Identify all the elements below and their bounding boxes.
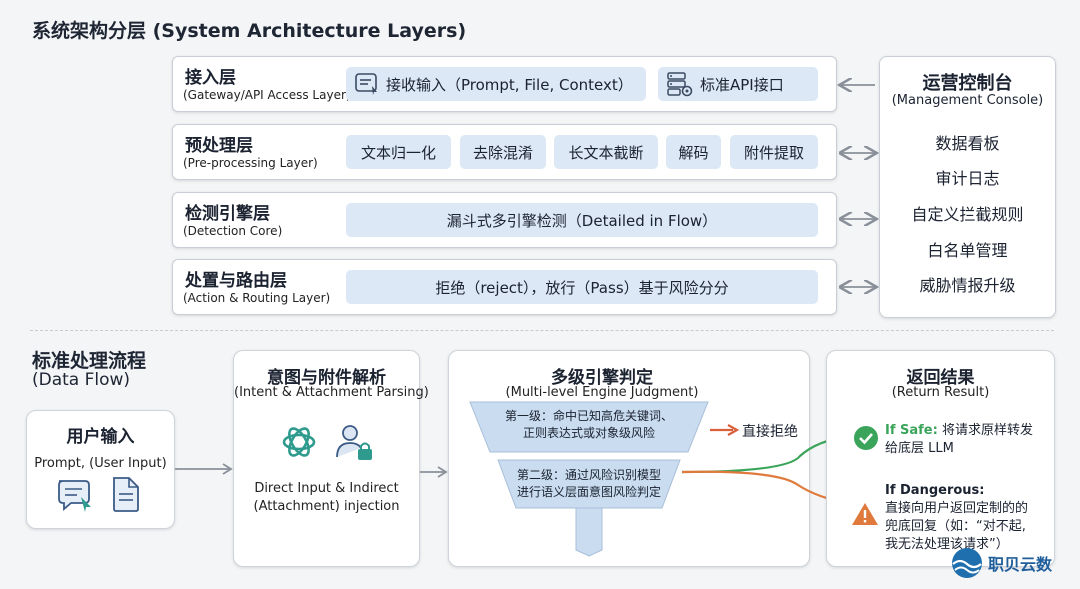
level1-text-a: 第一级：命中已知高危关键词、 — [504, 409, 673, 423]
console-item-whitelist: 白名单管理 — [927, 241, 1008, 260]
console-subtitle: (Management Console) — [891, 93, 1044, 108]
card-subtitle: (Return Result) — [891, 385, 990, 400]
chip-truncate: 长文本截断 — [554, 135, 658, 169]
document-icon — [113, 477, 139, 512]
watermark-text: 职贝云数 — [988, 555, 1053, 574]
funnel-diagram — [469, 401, 849, 557]
user-lock-icon — [336, 425, 372, 460]
funnel-level2-label: 第二级：通过风险识别模型 进行语义层面意图风险判定 — [498, 467, 680, 501]
card-title: 意图与附件解析 — [267, 368, 386, 388]
layer-subtitle: (Action & Routing Layer) — [183, 291, 331, 305]
layer-name: 检测引擎层 — [185, 204, 270, 224]
chip-attachment-extract: 附件提取 — [730, 135, 818, 169]
card-subtitle: (Multi-level Engine Judgment) — [505, 385, 699, 400]
danger-text-1: 直接向用户返回定制的的 — [885, 501, 1029, 516]
chip-receive-input: 接收输入（Prompt, File, Context） — [346, 67, 646, 101]
funnel-level2 — [497, 459, 681, 509]
level1-text-b: 正则表达式或对象级风险 — [522, 426, 655, 440]
reject-arrowhead — [727, 424, 740, 436]
chip-label: 接收输入（Prompt, File, Context） — [386, 75, 633, 94]
chip-deobfuscate: 去除混淆 — [460, 135, 546, 169]
ai-knot-icon — [282, 427, 316, 457]
layer-subtitle: (Detection Core) — [183, 224, 283, 238]
chip-reject-pass: 拒绝（reject），放行（Pass）基于风险分分 — [346, 270, 818, 304]
funnel-level1-label: 第一级：命中已知高危关键词、 正则表达式或对象级风险 — [470, 408, 708, 442]
layer-preprocessing: 预处理层 (Pre-processing Layer) 文本归一化 去除混淆 长… — [172, 124, 837, 180]
chip-funnel-detection: 漏斗式多引擎检测（Detailed in Flow） — [346, 203, 818, 237]
danger-text-3: 我无法处理该请求”） — [885, 537, 1009, 552]
warning-icon — [852, 503, 878, 525]
safe-text-2: 给底层 LLM — [885, 441, 954, 456]
safe-path — [681, 435, 849, 474]
management-console: 运营控制台 (Management Console) 数据看板 审计日志 自定义… — [879, 56, 1056, 318]
layer-action-routing: 处置与路由层 (Action & Routing Layer) 拒绝（rejec… — [172, 259, 837, 315]
arrow-intent-to-engine — [420, 466, 448, 478]
card-intent-parsing: 意图与附件解析 (Intent & Attachment Parsing) Di… — [233, 350, 429, 567]
layer-name: 接入层 — [185, 68, 236, 88]
funnel-spout — [575, 507, 603, 557]
layer-gateway: 接入层 (Gateway/API Access Layer) 接收输入（Prom… — [172, 56, 837, 112]
danger-label: If Dangerous: — [885, 483, 985, 498]
danger-text-2: 兜底回复（如：“对不起, — [885, 519, 1026, 534]
flow-subtitle: (Data Flow) — [32, 370, 131, 390]
server-gear-icon — [667, 72, 693, 97]
card-user-input: 用户输入 Prompt, (User Input) — [26, 410, 175, 529]
console-item-dashboard: 数据看板 — [935, 134, 1000, 153]
intent-desc-line1: Direct Input & Indirect — [254, 481, 399, 496]
layer-name: 预处理层 — [185, 136, 253, 156]
chat-bubble-icon — [58, 480, 91, 512]
card-subtitle: Prompt, (User Input) — [34, 456, 167, 471]
card-engine-judgment: 多级引擎判定 (Multi-level Engine Judgment) — [448, 350, 810, 567]
arrow-user-to-intent — [175, 463, 233, 475]
chip-label: 标准API接口 — [700, 75, 784, 94]
console-title: 运营控制台 — [922, 73, 1013, 94]
safe-text-1: 将请求原样转发 — [941, 423, 1033, 438]
input-form-icon — [355, 73, 377, 95]
level2-text-a: 第二级：通过风险识别模型 — [516, 468, 661, 482]
console-connectors — [835, 56, 881, 316]
danger-path — [681, 470, 849, 505]
safe-result: If Safe: 将请求原样转发 给底层 LLM — [885, 422, 1033, 458]
watermark-logo — [952, 548, 982, 578]
layer-detection: 检测引擎层 (Detection Core) 漏斗式多引擎检测（Detailed… — [172, 192, 837, 248]
chip-normalize: 文本归一化 — [346, 135, 451, 169]
console-item-custom-rules: 自定义拦截规则 — [911, 205, 1024, 224]
flow-title: 标准处理流程 — [32, 350, 147, 372]
console-item-audit-log: 审计日志 — [935, 169, 1000, 188]
chip-decode: 解码 — [666, 135, 721, 169]
card-title: 用户输入 — [66, 427, 135, 447]
danger-result: If Dangerous: 直接向用户返回定制的的 兜底回复（如：“对不起, 我… — [885, 482, 1028, 554]
layer-subtitle: (Pre-processing Layer) — [183, 156, 318, 170]
console-item-threat-intel: 威胁情报升级 — [919, 276, 1016, 295]
card-title: 返回结果 — [906, 368, 975, 388]
layer-name: 处置与路由层 — [185, 271, 287, 291]
card-subtitle: (Intent & Attachment Parsing) — [234, 385, 429, 400]
card-return-result: 返回结果 (Return Result) If Safe: 将请求原样转发 给底… — [826, 350, 1055, 567]
intent-desc-line2: (Attachment) injection — [253, 499, 400, 514]
watermark: 职贝云数 — [950, 546, 1052, 580]
funnel-level1 — [469, 401, 709, 453]
chip-standard-api: 标准API接口 — [658, 67, 818, 101]
reject-label: 直接拒绝 — [742, 424, 798, 440]
section-divider — [30, 330, 1054, 331]
safe-label: If Safe: — [885, 423, 938, 438]
check-icon — [854, 426, 878, 450]
architecture-title: 系统架构分层 (System Architecture Layers) — [32, 20, 467, 42]
layer-subtitle: (Gateway/API Access Layer) — [183, 88, 351, 102]
card-title: 多级引擎判定 — [551, 368, 653, 388]
level2-text-b: 进行语义层面意图风险判定 — [516, 485, 661, 499]
